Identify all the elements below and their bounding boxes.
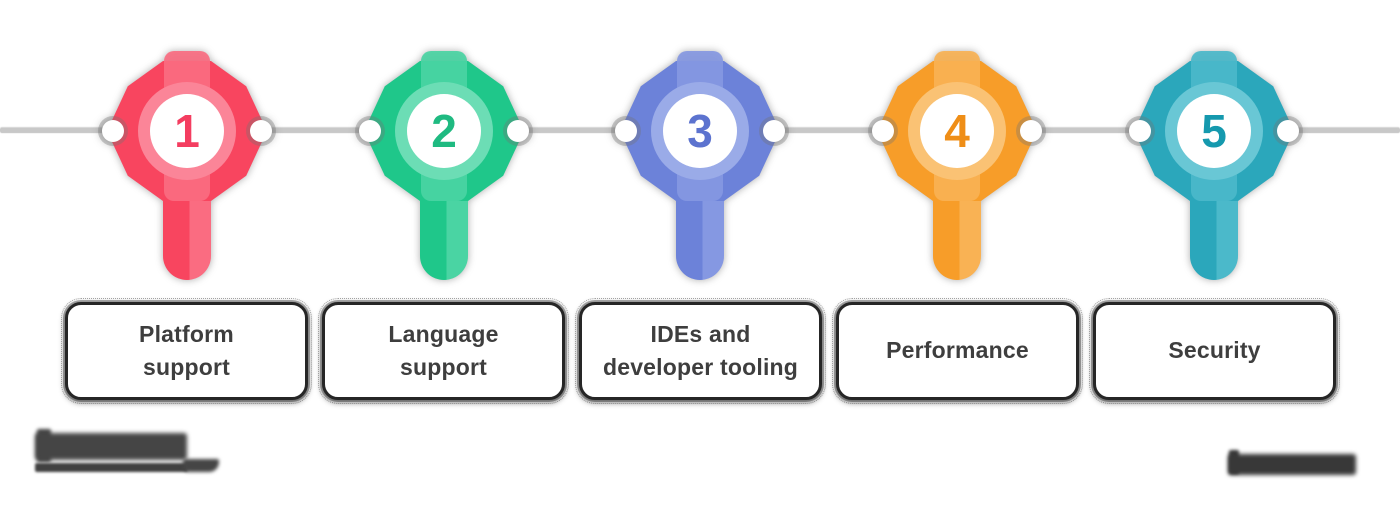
timeline-dot — [1129, 120, 1151, 142]
marker-stem — [420, 190, 468, 280]
step-number-circle: 5 — [1177, 94, 1251, 168]
logo-tail-blob — [183, 459, 219, 472]
blurred-site-watermark-icon — [1228, 450, 1358, 482]
watermark-word-blob — [1228, 454, 1356, 475]
step-number-circle: 4 — [920, 94, 994, 168]
label-card-performance: Performance — [832, 298, 1083, 404]
timeline-dot — [1277, 120, 1299, 142]
timeline-dot — [250, 120, 272, 142]
blurred-publisher-logo-icon — [35, 429, 219, 489]
step-number: 1 — [174, 105, 200, 157]
label-card-platform-support: Platform support — [61, 298, 312, 404]
step-label: Language support — [388, 320, 499, 380]
marker-stem — [1190, 190, 1238, 280]
logo-tagline-blob — [35, 463, 188, 472]
step-number-circle: 3 — [663, 94, 737, 168]
timeline-dot — [1020, 120, 1042, 142]
timeline-dot — [359, 120, 381, 142]
logo-word-blob — [35, 433, 187, 460]
label-card-security: Security — [1089, 298, 1340, 404]
step-label: Performance — [886, 337, 1029, 364]
timeline-dot — [102, 120, 124, 142]
marker-stem — [163, 190, 211, 280]
step-number: 2 — [431, 105, 457, 157]
timeline-dot — [507, 120, 529, 142]
step-number-circle: 1 — [150, 94, 224, 168]
marker-stem — [933, 190, 981, 280]
step-label: Platform support — [139, 320, 234, 380]
label-card-language-support: Language support — [318, 298, 569, 404]
step-marker-2: 2 — [359, 45, 529, 285]
step-marker-5: 5 — [1129, 45, 1299, 285]
timeline-dot — [763, 120, 785, 142]
step-marker-1: 1 — [102, 45, 272, 285]
label-card-ides-developer-tooling: IDEs and developer tooling — [575, 298, 826, 404]
step-number-circle: 2 — [407, 94, 481, 168]
timeline-dot — [872, 120, 894, 142]
step-number: 5 — [1201, 105, 1227, 157]
step-label: IDEs and developer tooling — [602, 320, 799, 380]
marker-stem — [676, 190, 724, 280]
step-number: 3 — [687, 105, 713, 157]
step-marker-3: 3 — [615, 45, 785, 285]
step-number: 4 — [944, 105, 970, 157]
step-label: Security — [1168, 337, 1261, 364]
step-marker-4: 4 — [872, 45, 1042, 285]
timeline-dot — [615, 120, 637, 142]
